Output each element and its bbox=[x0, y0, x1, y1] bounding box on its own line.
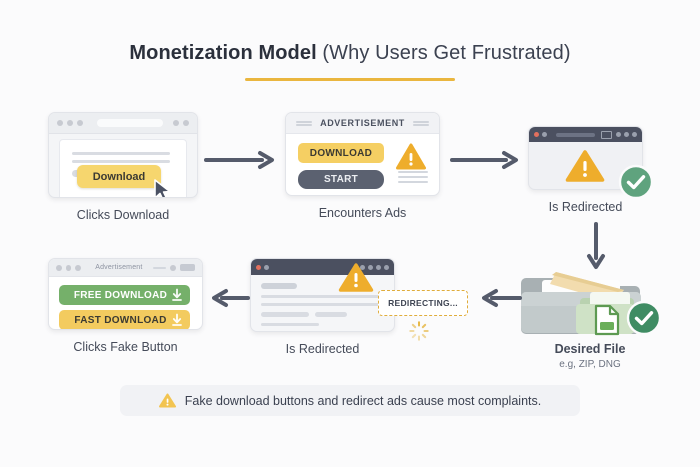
browser-window-5 bbox=[250, 258, 395, 332]
step-sublabel: e.g, ZIP, DNG bbox=[559, 359, 621, 370]
step-is-redirected-top: Is Redirected bbox=[528, 126, 654, 214]
arrow-left-icon bbox=[482, 289, 522, 307]
window-dot-icon bbox=[77, 120, 83, 126]
window-dot-icon bbox=[75, 264, 82, 271]
warning-triangle-icon bbox=[158, 393, 176, 408]
ad-window: ADVERTISEMENT DOWNLOAD START bbox=[285, 112, 440, 196]
url-bar[interactable] bbox=[97, 119, 163, 127]
content-line bbox=[261, 295, 383, 298]
window-dot-icon bbox=[183, 120, 189, 126]
content-line bbox=[261, 323, 319, 326]
arrow-right-icon bbox=[204, 151, 274, 169]
step-label: Encounters Ads bbox=[318, 206, 407, 220]
content-line bbox=[72, 152, 170, 155]
step-encounters-ads: ADVERTISEMENT DOWNLOAD START Encounters … bbox=[285, 112, 440, 220]
window-dot-icon bbox=[173, 120, 179, 126]
window-dot-icon bbox=[384, 264, 389, 270]
window-close-dot-icon bbox=[534, 132, 539, 137]
warning-triangle-icon bbox=[338, 263, 374, 292]
window-dot-icon bbox=[56, 264, 62, 271]
step-label: Clicks Download bbox=[76, 208, 170, 222]
browser-titlebar-1 bbox=[49, 113, 197, 134]
content-chip bbox=[261, 312, 309, 317]
content-line bbox=[261, 303, 383, 306]
title-bold: Monetization Model bbox=[129, 42, 317, 64]
title-regular: (Why Users Get Frustrated) bbox=[322, 42, 571, 64]
url-bar[interactable] bbox=[556, 132, 595, 137]
ad-start-button[interactable]: START bbox=[298, 170, 384, 189]
download-arrow-icon bbox=[172, 288, 182, 301]
window-dot-icon bbox=[67, 120, 73, 126]
ad-header-label: ADVERTISEMENT bbox=[320, 118, 405, 128]
step-clicks-fake-button: Advertisement FREE DOWNLOAD FAST DOWNLOA… bbox=[48, 258, 203, 354]
redirecting-status-chip: REDIRECTING... bbox=[378, 290, 468, 316]
window-dot-icon bbox=[376, 264, 381, 270]
titlebar-segment bbox=[152, 266, 166, 269]
window-dot-icon bbox=[65, 264, 72, 271]
window-dot-icon bbox=[169, 264, 176, 271]
step-label: Desired File bbox=[554, 342, 626, 356]
window-dot-icon bbox=[624, 132, 629, 137]
arrow-down-icon bbox=[587, 222, 605, 269]
warning-triangle-icon bbox=[565, 150, 605, 182]
step-label: Is Redirected bbox=[548, 200, 623, 214]
step-label: Is Redirected bbox=[285, 342, 360, 356]
browser-window-1: Download bbox=[48, 112, 198, 198]
check-badge-icon bbox=[618, 164, 654, 200]
footer-note-text: Fake download buttons and redirect ads c… bbox=[184, 393, 542, 408]
arrow-left-icon bbox=[212, 289, 250, 307]
download-button[interactable]: Download bbox=[77, 165, 161, 188]
browser-titlebar-3 bbox=[529, 127, 642, 142]
divider-lines-icon bbox=[296, 120, 313, 126]
fake-ad-window: Advertisement FREE DOWNLOAD FAST DOWNLOA… bbox=[48, 258, 203, 330]
window-dot-icon bbox=[616, 132, 621, 137]
ad-header: ADVERTISEMENT bbox=[286, 113, 439, 134]
fake-window-titlebar: Advertisement bbox=[49, 259, 202, 277]
fast-download-label: FAST DOWNLOAD bbox=[74, 314, 167, 326]
fast-download-button[interactable]: FAST DOWNLOAD bbox=[59, 310, 190, 329]
warning-triangle-icon bbox=[396, 143, 426, 170]
window-square-icon bbox=[601, 130, 612, 139]
content-line bbox=[72, 160, 170, 163]
content-chip bbox=[261, 283, 297, 289]
fake-window-header-label: Advertisement bbox=[95, 264, 143, 271]
titlebar-block bbox=[179, 264, 195, 271]
ad-download-button[interactable]: DOWNLOAD bbox=[298, 143, 384, 163]
window-dot-icon bbox=[542, 132, 547, 137]
window-dot-icon bbox=[264, 264, 269, 270]
window-dot-icon bbox=[368, 264, 373, 270]
free-download-button[interactable]: FREE DOWNLOAD bbox=[59, 285, 190, 305]
folder-file-icon bbox=[521, 272, 641, 336]
step-clicks-download: Download Clicks Download bbox=[48, 112, 198, 222]
window-dot-icon bbox=[360, 264, 365, 270]
window-dot-icon bbox=[57, 120, 63, 126]
arrow-right-icon bbox=[450, 151, 518, 169]
window-dot-icon bbox=[632, 132, 637, 137]
page-title: Monetization Model (Why Users Get Frustr… bbox=[0, 42, 700, 65]
title-underline-rule bbox=[245, 78, 455, 81]
ad-content-lines bbox=[398, 171, 428, 186]
loading-spinner-icon bbox=[409, 321, 429, 341]
download-arrow-icon bbox=[172, 313, 182, 326]
check-badge-icon bbox=[626, 300, 662, 336]
step-desired-file: Desired File e.g, ZIP, DNG bbox=[520, 262, 662, 370]
step-is-redirected-bottom: REDIRECTING... Is Redirected bbox=[250, 258, 468, 356]
divider-lines-icon bbox=[412, 120, 429, 126]
footer-note: Fake download buttons and redirect ads c… bbox=[120, 385, 580, 416]
window-close-dot-icon bbox=[256, 264, 261, 270]
content-chip bbox=[315, 312, 347, 317]
cursor-icon bbox=[154, 179, 171, 197]
free-download-label: FREE DOWNLOAD bbox=[73, 289, 168, 301]
step-label: Clicks Fake Button bbox=[73, 340, 178, 354]
